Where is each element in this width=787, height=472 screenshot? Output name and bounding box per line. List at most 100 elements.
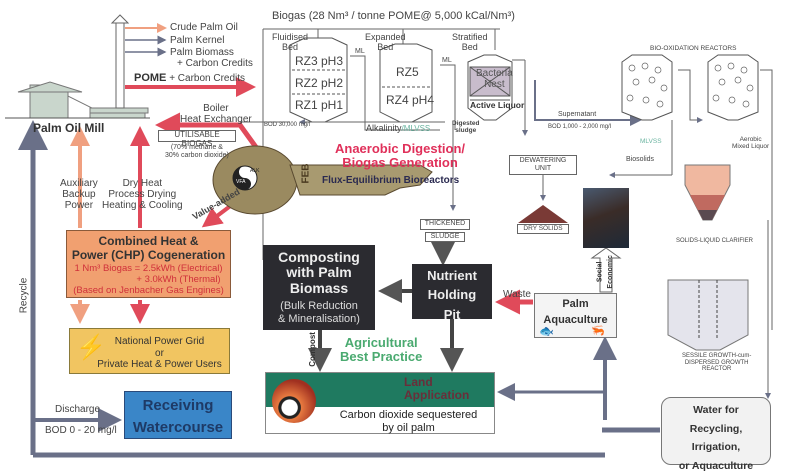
pylon-icon: ⚡ <box>76 334 106 361</box>
mlvss-1: /MLVSS <box>401 124 431 133</box>
water-1: Water for <box>693 404 739 416</box>
pome-rest: + Carbon Credits <box>169 73 246 84</box>
aerobic-2: Mixed Liquor <box>732 143 770 151</box>
sessile-3: REACTOR <box>702 366 732 373</box>
bacteria-1: Bacteria <box>476 68 513 79</box>
land-2: Application <box>404 388 470 403</box>
mill-label-mill: Mill <box>84 121 105 135</box>
fish-icon: 🐟 <box>539 324 554 338</box>
comp-1: Composting <box>278 249 360 265</box>
anaerobic-line-2: Biogas Generation <box>342 154 458 170</box>
water-4: or Aquaculture <box>678 459 754 472</box>
dry-heat-2: Process Drying <box>108 189 177 200</box>
alkalinity-label: Alkalinity/MLVSS <box>366 123 431 134</box>
auxiliary-power-label: Auxiliary Backup Power <box>60 178 98 211</box>
output-carbon-credits: + Carbon Credits <box>177 58 253 69</box>
dry-solids-pile <box>518 205 568 223</box>
digested-2: sludge <box>455 127 477 135</box>
recycle-label: Recycle <box>18 277 30 314</box>
land-cap-2: by oil palm <box>382 421 435 434</box>
water-3: Irrigation, <box>691 441 741 454</box>
biogas-header: Biogas (28 Nm³ / tonne POME@ 5,000 kCal/… <box>272 10 515 22</box>
fluidised-2: Bed <box>282 41 299 52</box>
ml-label-2: ML <box>442 57 452 64</box>
bacteria-2: Nest <box>484 79 505 90</box>
sludge-label: SLUDGE <box>425 232 465 242</box>
anaerobic-line-1: Anaerobic Digestion/ <box>335 141 466 156</box>
boiler-line-2: Heat Exchanger <box>180 114 252 125</box>
biogas-comp-1: (70% methane & <box>170 144 223 151</box>
grid-1: National Power Grid <box>114 336 205 347</box>
fluidised-1: Fluidised <box>272 32 309 42</box>
receiving-2: Watercourse <box>132 418 224 436</box>
comp-sub-1: (Bulk Reduction <box>280 300 358 313</box>
nut-1: Nutrient <box>427 268 477 283</box>
pome-bold: POME <box>134 72 167 84</box>
zone-rz2: RZ2 pH2 <box>295 76 344 90</box>
dewatering-2: UNIT <box>534 164 552 172</box>
anaerobic-title: Anaerobic Digestion/ Biogas Generation <box>335 142 465 169</box>
land-cap-1: Carbon dioxide sequestered <box>339 409 478 421</box>
utilisable-biogas-label: UTILISABLE BIOGAS <box>158 130 236 148</box>
dewatering-1: DEWATERING <box>519 157 567 164</box>
expanded-1: Expanded <box>365 32 406 42</box>
aux-1: Auxiliary <box>60 178 98 189</box>
chp-title-2: Power (CHP) Cogeneration <box>71 247 226 262</box>
aux-3: Power <box>64 200 94 211</box>
dry-heat-label: Dry Heat Process Drying Heating & Coolin… <box>102 178 183 211</box>
comp-sub-2: & Mineralisation) <box>278 312 360 325</box>
nut-2: Holding <box>427 287 477 303</box>
sessile-2: DISPERSED GROWTH <box>684 359 749 366</box>
grid-2: or <box>155 347 164 359</box>
compost-label: Compost <box>307 332 317 367</box>
mill-label: Palm Oil Mill <box>33 121 105 135</box>
child-photo <box>583 188 629 248</box>
discharge-label: Discharge <box>55 404 101 415</box>
discharge-bod: BOD 0 - 20 mg/l <box>45 425 117 436</box>
bubbles-icon <box>626 62 754 108</box>
mlvss-2-label: MLVSS <box>640 138 662 145</box>
aux-2: Backup <box>62 189 96 200</box>
receiving-1: Receiving <box>142 397 214 414</box>
boiler-line-1: Boiler <box>203 103 229 114</box>
sessile-1: SESSILE GROWTH-cum- <box>682 353 752 359</box>
nut-3: Pit <box>443 306 461 322</box>
mill-label-palm: Palm <box>33 121 62 135</box>
comp-2: with Palm <box>286 264 352 281</box>
active-liquor-label: Active Liquor <box>470 100 525 110</box>
chp-line-2: + 3.0kWh (Thermal) <box>136 273 221 285</box>
aerobic-1: Aerobic <box>739 136 762 143</box>
grid-3: Private Heat & Power Users <box>97 359 222 370</box>
feb-logo: FEB <box>300 163 312 184</box>
output-palm-kernel: Palm Kernel <box>170 35 225 46</box>
zone-rz3: RZ3 pH3 <box>295 54 344 68</box>
social-label: Social <box>596 261 604 283</box>
bod-mid-label: BOD 1,000 - 2,000 mg/l <box>548 124 612 130</box>
agri-1: Agricultural <box>344 335 418 350</box>
boiler-label: Boiler Heat Exchanger <box>180 103 252 125</box>
ml-label-1: ML <box>355 48 365 55</box>
vfa-label: VFA <box>236 179 246 185</box>
chp-box: Combined Heat &Power (CHP) Cogeneration … <box>66 230 231 298</box>
composting-sub: (Bulk Reduction& Mineralisation) <box>263 300 375 325</box>
zone-rz4: RZ4 pH4 <box>386 93 435 107</box>
clarifier-label: SOLIDS-LIQUID CLARIFIER <box>676 238 754 244</box>
land-1: Land <box>404 375 433 389</box>
supernatant-label: Supernatant <box>558 111 597 118</box>
zone-rz1: RZ1 pH1 <box>295 98 344 112</box>
chp-title: Combined Heat &Power (CHP) Cogeneration <box>67 234 230 263</box>
